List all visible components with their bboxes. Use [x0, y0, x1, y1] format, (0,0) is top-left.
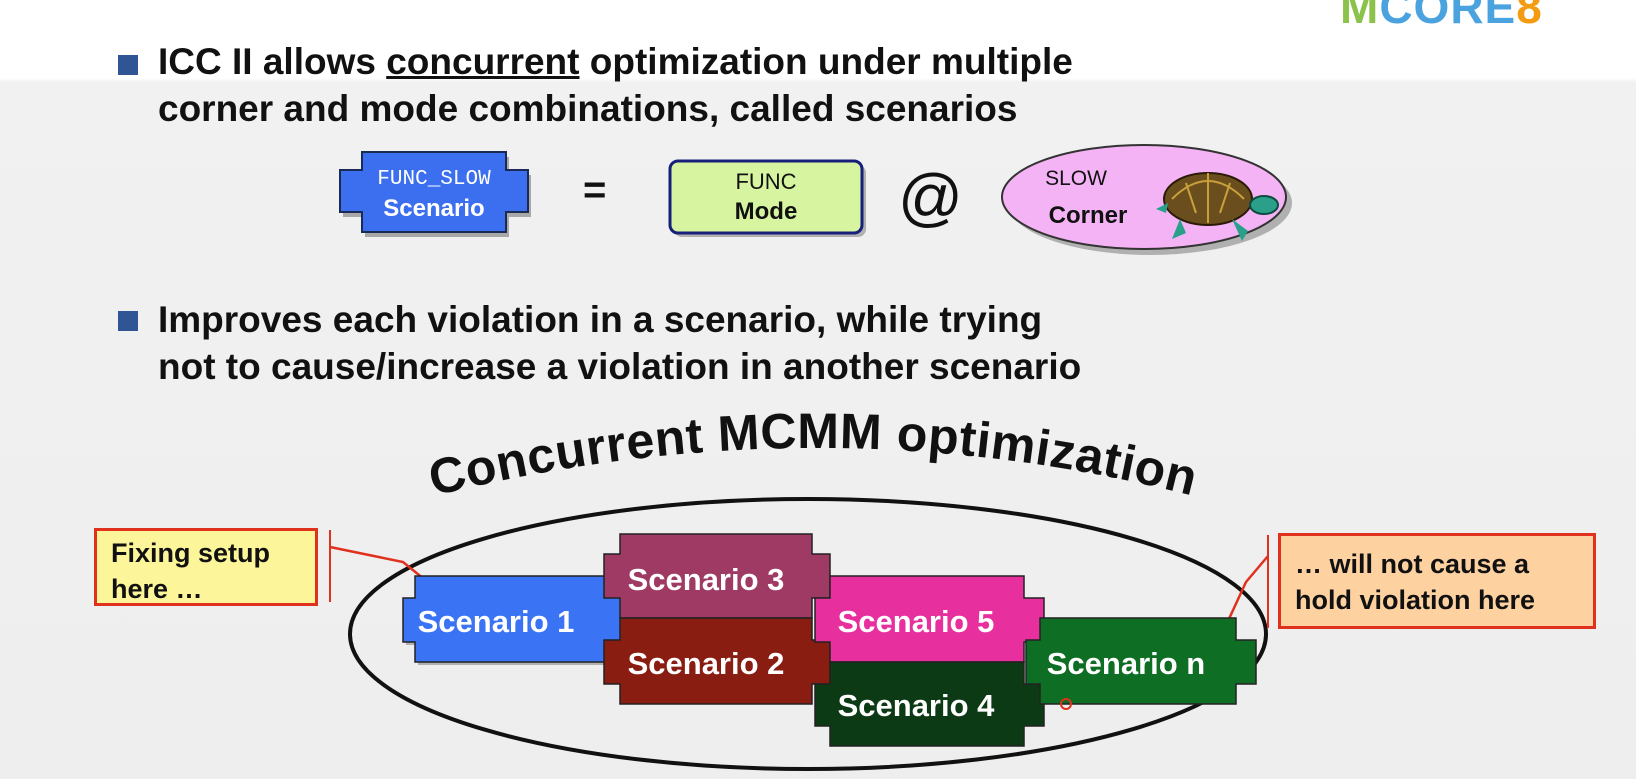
callout-right-line2: hold violation here: [1295, 582, 1579, 618]
callout-right-line1: … will not cause a: [1295, 546, 1579, 582]
scenario-label-1: Scenario 1: [418, 604, 575, 639]
scenario-label-n: Scenario n: [1047, 646, 1206, 681]
callout-left-line1: Fixing setup: [111, 535, 301, 571]
scenario-label-4: Scenario 4: [838, 688, 996, 723]
callout-left: Fixing setup here …: [94, 528, 318, 606]
callout-right: … will not cause a hold violation here: [1278, 533, 1596, 629]
scenario-label-5: Scenario 5: [838, 604, 995, 639]
scenario-block-4: Scenario 4: [815, 662, 1044, 746]
scenario-label-3: Scenario 3: [628, 562, 785, 597]
scenario-label-2: Scenario 2: [628, 646, 785, 681]
callout-left-line2: here …: [111, 571, 301, 607]
scenario-block-2: Scenario 2: [604, 618, 830, 704]
scenario-block-3: Scenario 3: [604, 534, 830, 618]
scenario-block-n: Scenario n: [1026, 618, 1256, 704]
scenario-block-5: Scenario 5: [815, 576, 1044, 662]
